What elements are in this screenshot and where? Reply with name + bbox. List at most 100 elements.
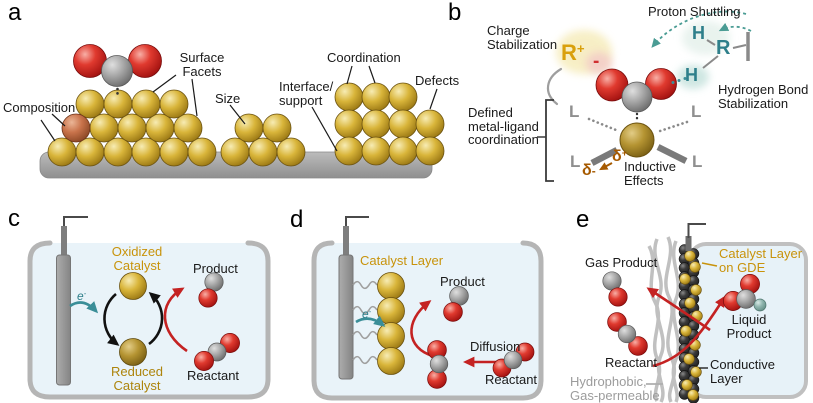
dopant-atom bbox=[61, 113, 91, 143]
oxidized-line2: Catalyst bbox=[113, 257, 161, 273]
electron-symbol-c: e bbox=[77, 289, 84, 303]
r-group-label: R bbox=[716, 37, 731, 59]
charge-line1: Charge bbox=[487, 23, 530, 38]
r-cation-symbol: R bbox=[561, 40, 577, 65]
electron-sup-d: - bbox=[368, 307, 372, 317]
product-molecule-c bbox=[198, 272, 224, 308]
reactant-label-c: Reactant bbox=[187, 368, 240, 383]
surface-facets-line2: Facets bbox=[182, 63, 222, 79]
ligand-top-left: L bbox=[569, 102, 580, 121]
electron-label-d: e- bbox=[362, 307, 372, 322]
adsorbed-co2-d bbox=[427, 340, 449, 389]
delta-minus-sign: - bbox=[591, 164, 596, 178]
reduced-catalyst-sphere bbox=[119, 338, 147, 366]
wire-e bbox=[687, 223, 706, 238]
bracket bbox=[545, 99, 554, 182]
charge-line2: Stabilization bbox=[487, 36, 558, 52]
electrode-d bbox=[338, 254, 354, 380]
proton-shuttle-arrow-short bbox=[718, 22, 752, 32]
gde-leader-line bbox=[701, 262, 718, 267]
catalyst-layer-label: Catalyst Layer bbox=[360, 253, 444, 268]
reaction-arrow-c bbox=[163, 287, 188, 353]
panel-c-letter: c bbox=[8, 205, 20, 232]
charge-stabilization-label: Charge Stabilization bbox=[487, 24, 557, 51]
panel-e-graphics bbox=[602, 223, 808, 403]
panel-a-letter: a bbox=[8, 0, 22, 26]
oxidized-catalyst-sphere bbox=[119, 272, 147, 300]
h-bond-label: H bbox=[685, 65, 698, 85]
cycle-arrow-right bbox=[148, 292, 164, 346]
ligand-bottom-left: L bbox=[570, 152, 581, 171]
r-cation-charge: + bbox=[576, 40, 585, 56]
catalyst-layer-gde-line1: Catalyst Layer bbox=[719, 246, 803, 261]
electrode-stub-e bbox=[685, 236, 692, 251]
conductive-layer-label: Conductive Layer bbox=[710, 358, 775, 385]
reactant-molecule-d bbox=[492, 342, 535, 378]
catalyst-dots-on-gde bbox=[679, 250, 703, 401]
composition-label: Composition bbox=[3, 100, 76, 115]
co2-molecule-b bbox=[595, 68, 677, 113]
interface-line2: support bbox=[279, 92, 323, 108]
hydrophobic-line2: Gas-permeable bbox=[570, 387, 660, 403]
reactant-label-d: Reactant bbox=[485, 372, 538, 387]
metal-center bbox=[619, 122, 655, 158]
liquid-product-molecule bbox=[723, 274, 767, 312]
electrode-stem-c bbox=[61, 226, 67, 258]
size-label: Size bbox=[215, 91, 241, 106]
catalyst-layer-gde-label: Catalyst Layer on GDE bbox=[719, 247, 802, 274]
interface-line1: Interface/ bbox=[279, 79, 334, 94]
delta-minus-label: δ- bbox=[582, 163, 596, 179]
reactant-label-e: Reactant bbox=[605, 355, 658, 370]
h-shuttle-label: H bbox=[692, 23, 705, 43]
leader-lines-a bbox=[40, 65, 438, 152]
nanoparticle-piles bbox=[47, 82, 445, 167]
electron-arrow-c bbox=[69, 301, 99, 314]
teal-glow-top bbox=[682, 21, 730, 55]
reduced-line1: Reduced bbox=[110, 364, 164, 379]
co2-molecule-a bbox=[73, 44, 162, 87]
liquid-line2: Product bbox=[726, 325, 772, 341]
charge-arc bbox=[547, 67, 563, 106]
solid-ligand-bonds bbox=[590, 144, 688, 166]
surface-facets-label: Surface Facets bbox=[180, 51, 225, 78]
hbond-line1: Hydrogen Bond bbox=[718, 82, 809, 97]
red-glow bbox=[586, 52, 612, 74]
dotted-ligand-bonds bbox=[587, 117, 689, 134]
panel-b-graphics bbox=[537, 10, 752, 182]
panel-b-letter: b bbox=[448, 0, 462, 26]
minus-charge-label: - bbox=[593, 51, 600, 72]
reduced-catalyst-label: Reduced Catalyst bbox=[111, 365, 163, 392]
defects-label: Defects bbox=[415, 73, 460, 88]
delta-plus-label: δ+ bbox=[612, 147, 628, 167]
ligand-bottom-right: L bbox=[692, 152, 703, 171]
electrode-stem-d bbox=[343, 226, 349, 258]
product-label-d: Product bbox=[440, 274, 485, 289]
hbond-stabilization-label: Hydrogen Bond Stabilization bbox=[718, 83, 808, 110]
teal-glow-bottom bbox=[677, 65, 709, 89]
wire-d bbox=[345, 216, 369, 231]
electron-arrow-d bbox=[355, 315, 386, 327]
gas-product-molecule bbox=[602, 271, 628, 307]
panel-d-letter: d bbox=[290, 206, 304, 233]
surface-facets-line1: Surface bbox=[179, 50, 225, 65]
tethers bbox=[352, 280, 378, 365]
wire-c bbox=[63, 216, 88, 231]
r-cation-label: R+ bbox=[561, 40, 585, 67]
proton-shuttling-label: Proton Shuttling bbox=[648, 4, 741, 19]
reduced-line2: Catalyst bbox=[113, 377, 161, 393]
catalyst-layer-spheres bbox=[377, 272, 405, 375]
hydrophobic-label: Hydrophobic, Gas-permeable bbox=[570, 375, 660, 402]
cycle-arrow-left bbox=[103, 293, 120, 346]
reactant-molecule-c bbox=[194, 333, 240, 371]
hydrophobic-line1: Hydrophobic, bbox=[570, 374, 647, 389]
oxidized-catalyst-label: Oxidized Catalyst bbox=[112, 245, 163, 272]
gas-product-label: Gas Product bbox=[585, 255, 658, 270]
fiber-layer bbox=[647, 236, 681, 403]
hr-bonds bbox=[702, 32, 750, 69]
panel-d-graphics bbox=[311, 216, 544, 401]
diffusion-label: Diffusion bbox=[470, 339, 521, 354]
delta-plus-sign: + bbox=[621, 147, 628, 159]
conductive-line1: Conductive bbox=[710, 357, 776, 372]
